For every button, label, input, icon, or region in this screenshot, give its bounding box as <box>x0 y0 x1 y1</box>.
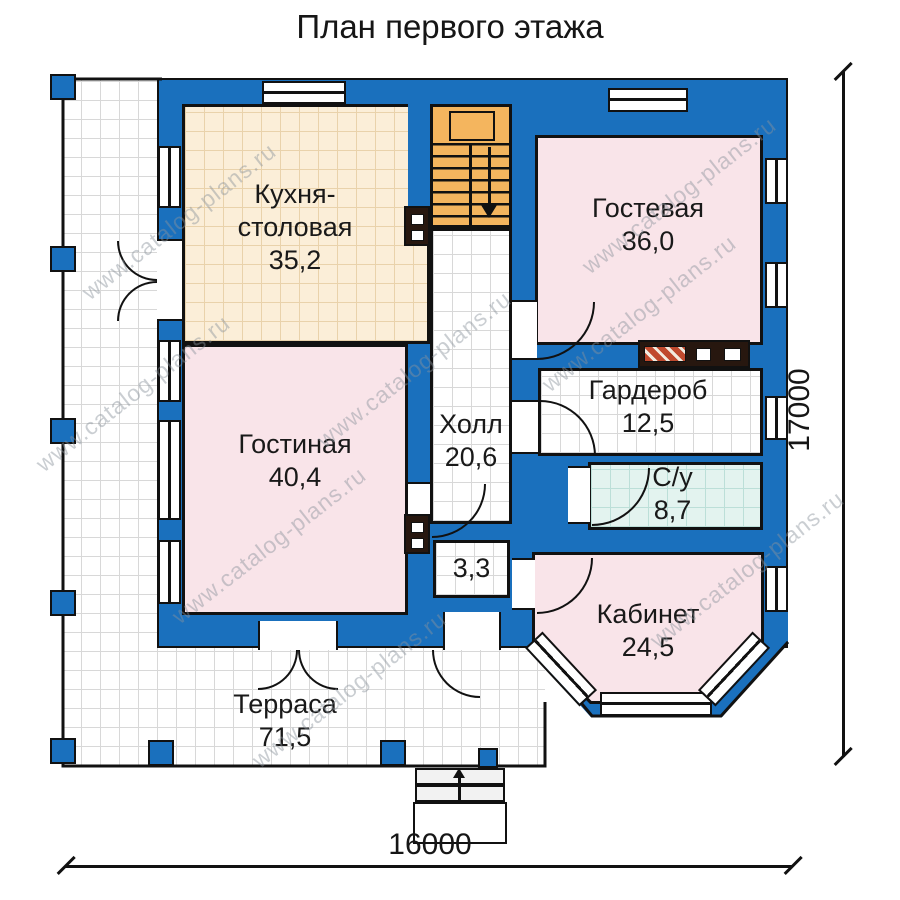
entry-opening <box>443 612 501 650</box>
window-top-guest <box>608 88 688 112</box>
wardrobe-name: Гардероб <box>588 375 708 405</box>
dimension-right-line <box>842 72 845 757</box>
opening-guest-door <box>512 300 537 360</box>
opening-office-door <box>512 558 535 610</box>
stairs-arrow-stem <box>488 147 491 207</box>
window-bay-bottom <box>600 692 712 716</box>
terrace-name: Терраса <box>233 689 337 719</box>
chimney-wardrobe <box>638 340 750 368</box>
terrace-post <box>148 740 174 766</box>
stairs-landing <box>449 111 495 141</box>
terrace-post <box>50 74 76 100</box>
opening-bath-door <box>568 466 590 524</box>
living-label: Гостиная 40,4 <box>200 428 390 494</box>
office-label: Кабинет 24,5 <box>553 598 743 664</box>
window-left-2 <box>158 340 181 402</box>
hall-label: Холл 20,6 <box>423 408 519 474</box>
kitchen-label: Кухня-столовая 35,2 <box>200 178 390 277</box>
wardrobe-area: 12,5 <box>621 408 675 438</box>
terrace-post <box>50 418 76 444</box>
window-right-office <box>765 566 788 612</box>
living-name: Гостиная <box>238 429 352 459</box>
page-title: План первого этажа <box>296 8 604 45</box>
office-area: 24,5 <box>621 632 675 662</box>
opening-french-kitchen <box>157 239 182 321</box>
stairs-down-arrow-icon <box>481 205 497 218</box>
window-right-wardrobe <box>765 396 788 440</box>
bathroom-area: 8,7 <box>653 495 692 525</box>
entrance-steps <box>413 768 507 846</box>
opening-living-terrace-door <box>258 621 338 650</box>
steps-arrow-stem <box>458 776 461 800</box>
window-left-1 <box>158 146 181 208</box>
closet-label: 3,3 <box>433 552 510 585</box>
room-hall-floor <box>430 228 512 524</box>
terrace-post <box>50 738 76 764</box>
chimney-hatch <box>644 346 686 362</box>
window-right-guest-1 <box>765 158 788 204</box>
dimension-right-value: 17000 <box>783 368 816 452</box>
chimney-hall <box>404 514 430 554</box>
terrace-post <box>380 740 406 766</box>
closet-area: 3,3 <box>452 553 491 583</box>
terrace-label: Терраса 71,5 <box>185 688 385 754</box>
bathroom-label: С/у 8,7 <box>590 461 755 527</box>
bathroom-name: С/у <box>652 462 693 492</box>
terrace-post <box>50 246 76 272</box>
dimension-bottom-line <box>65 865 792 868</box>
terrace-area: 71,5 <box>258 722 312 752</box>
window-right-guest-2 <box>765 262 788 308</box>
kitchen-name: Кухня-столовая <box>237 179 353 242</box>
window-top-kitchen <box>262 81 346 104</box>
hall-name: Холл <box>439 409 503 439</box>
stairs-divider <box>469 143 472 225</box>
hall-area: 20,6 <box>444 442 498 472</box>
terrace-post <box>50 590 76 616</box>
office-name: Кабинет <box>596 599 700 629</box>
dimension-bottom-value: 16000 <box>388 828 472 861</box>
guest-label: Гостевая 36,0 <box>553 192 743 258</box>
window-left-4 <box>158 540 181 604</box>
terrace-post <box>478 748 498 768</box>
steps-up-arrow-icon <box>453 768 465 778</box>
guest-name: Гостевая <box>591 193 705 223</box>
chimney-stairs <box>404 206 430 246</box>
staircase <box>430 104 512 228</box>
guest-area: 36,0 <box>621 226 675 256</box>
living-area: 40,4 <box>268 462 322 492</box>
opening-wardrobe-door <box>512 400 538 454</box>
wardrobe-label: Гардероб 12,5 <box>548 374 748 440</box>
kitchen-area: 35,2 <box>268 245 322 275</box>
window-left-3 <box>158 420 181 520</box>
